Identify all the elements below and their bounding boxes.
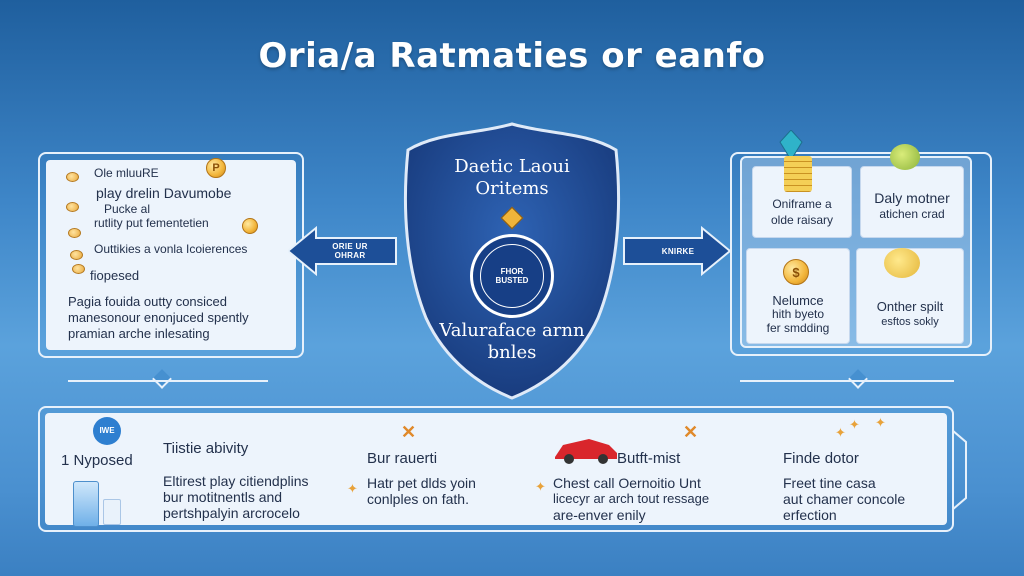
arrow-left-icon <box>288 226 397 276</box>
left-line-2: play drelin Davumobe <box>96 185 232 201</box>
left-line-3: Pucke al <box>104 202 151 216</box>
left-line-8: manesonour enonjuced spently <box>68 310 249 325</box>
center-shield: Daetic Laoui Oritems FHOR BUSTED Valuraf… <box>398 118 626 403</box>
right-card-2-line2: atichen crad <box>879 207 945 221</box>
col2-line2: conlples on fath. <box>367 491 469 507</box>
coin-icon <box>68 228 81 238</box>
sports-car-icon <box>555 439 617 464</box>
right-panel-pointer <box>848 369 868 389</box>
star-icon: ✦ <box>875 415 886 430</box>
right-connector <box>740 380 954 382</box>
right-card-3-line1: Nelumce <box>772 293 824 308</box>
coin-icon: P <box>206 158 226 178</box>
left-arrow-label-line1: ORIE UR <box>332 242 368 251</box>
left-line-4: rutlity put fementetien <box>94 216 209 230</box>
col4-line3: erfection <box>783 507 837 523</box>
title-tail: eanfo <box>654 36 766 76</box>
col2-line1: Hatr pet dlds yoin <box>367 475 476 491</box>
coin-icon <box>66 202 79 212</box>
col3-line3: are-enver enily <box>553 507 646 523</box>
left-line-5: Outtikies a vonla Icoierences <box>94 242 248 256</box>
right-arrow-label: KNIRKE <box>661 247 695 256</box>
col1-line1: Eltirest play citiendplins <box>163 473 309 489</box>
left-info-panel: P Ole mluuRE play drelin Davumobe Pucke … <box>38 152 304 358</box>
left-line-9: pramian arche inlesating <box>68 326 210 341</box>
col4-heading: Finde dotor <box>783 450 859 467</box>
left-arrow-label-line2: OHRAR <box>334 251 366 260</box>
col3-line2: licecyr ar arch tout ressage <box>553 491 710 506</box>
left-panel-pointer <box>152 369 172 389</box>
left-line-1: Ole mluuRE <box>94 166 159 180</box>
coin-icon <box>70 250 83 260</box>
col4-line2: aut chamer concole <box>783 491 906 507</box>
col2-heading: Bur rauerti <box>367 450 438 467</box>
col3-line1: Chest call Oernoitio Unt <box>553 475 701 491</box>
dollar-coin-icon: $ <box>783 259 809 285</box>
star-icon: ✦ <box>535 479 546 494</box>
title-main: Oria/a Ratmaties or <box>258 36 655 76</box>
star-icon: ✦ <box>835 425 846 440</box>
coin-icon <box>66 172 79 182</box>
seal-line1: FHOR <box>500 267 524 276</box>
right-card-3: $ Nelumce hith byeto fer smdding <box>746 248 850 344</box>
badge-icon-text: IWE <box>99 426 115 435</box>
col4-line1: Freet tine casa <box>783 475 876 491</box>
badge-icon: IWE <box>93 417 121 445</box>
right-card-3-line2: hith byeto <box>771 307 825 321</box>
left-arrow-label: ORIE UR OHRAR <box>320 242 380 260</box>
shield-bottom-line1: Valuraface arnn <box>439 320 585 341</box>
col1-line3: pertshpalyin arcrocelo <box>163 505 300 521</box>
bottom-info-panel: IWE 1 Nyposed Tiistie abivity Eltirest p… <box>38 406 954 532</box>
coin-stack-icon <box>784 156 812 192</box>
left-info-content: P Ole mluuRE play drelin Davumobe Pucke … <box>46 158 296 350</box>
col3-heading: Butft-mist <box>617 450 681 467</box>
right-card-4-line1: Onther spilt <box>876 299 944 314</box>
right-panel-back <box>730 152 992 356</box>
bottle-icon <box>73 481 99 527</box>
shield-bottom-text: Valuraface arnn bnles <box>398 320 626 364</box>
coin-icon <box>242 218 258 234</box>
right-card-2-line1: Daly motner <box>874 190 950 206</box>
right-card-3-line3: fer smdding <box>766 321 830 335</box>
right-card-1-line1: Oniframe a <box>772 197 832 211</box>
coin-icon <box>72 264 85 274</box>
x-mark-icon: ✕ <box>401 422 417 442</box>
left-line-6: fiopesed <box>90 268 140 283</box>
star-icon: ✦ <box>849 417 860 432</box>
pot-icon <box>884 248 920 278</box>
star-icon: ✦ <box>347 481 358 496</box>
x-mark-icon: ✕ <box>683 422 699 442</box>
shield-top-line2: Oritems <box>475 178 549 199</box>
shield-top-text: Daetic Laoui Oritems <box>398 156 626 200</box>
right-card-1-line2: olde raisary <box>770 213 834 227</box>
bottom-info-content: IWE 1 Nyposed Tiistie abivity Eltirest p… <box>45 413 947 527</box>
leaf-icon <box>890 144 920 170</box>
cup-icon <box>103 499 121 525</box>
bottom-left-label: 1 Nyposed <box>61 452 133 469</box>
seal-line2: BUSTED <box>495 276 529 285</box>
page-title: Oria/a Ratmaties or eanfo <box>0 36 1024 76</box>
shield-bottom-line2: bnles <box>487 342 537 363</box>
bottom-panel-tab <box>952 430 967 510</box>
right-card-2: Daly motner atichen crad <box>860 166 964 238</box>
left-line-7: Pagia fouida outty consiced <box>68 294 227 309</box>
col1-line2: bur motitnentls and <box>163 489 283 505</box>
col1-heading: Tiistie abivity <box>163 440 249 457</box>
seal-inner: FHOR BUSTED <box>480 244 544 308</box>
right-card-4-line2: esftos sokly <box>881 316 939 328</box>
seal-icon: FHOR BUSTED <box>470 234 554 318</box>
left-connector <box>68 380 268 382</box>
arrow-right-icon <box>623 226 732 276</box>
right-info-panel: Oniframe a olde raisary Daly motner atic… <box>740 156 972 348</box>
shield-top-line1: Daetic Laoui <box>454 156 570 177</box>
